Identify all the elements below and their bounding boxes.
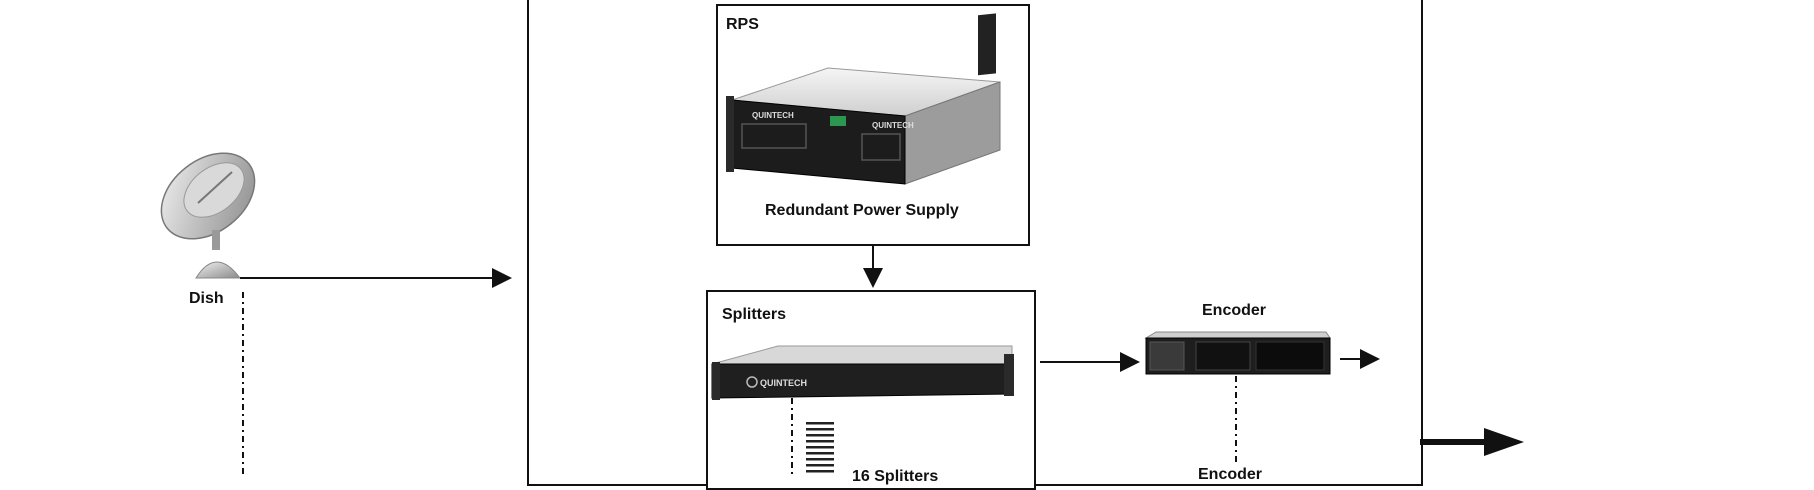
rps-device-image: QUINTECH QUINTECH [726, 13, 1001, 185]
splitters-brand: QUINTECH [760, 378, 807, 388]
diagram-canvas: QUINTECH QUINTECH QUINTECH [160, 13, 1524, 476]
splitters-title: Splitters [722, 306, 787, 323]
encoder-device-image [1144, 331, 1331, 375]
satellite-dish-icon [160, 152, 256, 279]
rps-caption: Redundant Power Supply [765, 202, 959, 219]
system-output-arrow [1420, 428, 1524, 456]
splitter-stack-icon [806, 422, 834, 473]
rps-title: RPS [726, 16, 759, 33]
rps-brand-right: QUINTECH [872, 121, 914, 130]
encoder-title: Encoder [1202, 302, 1267, 319]
rps-brand-left: QUINTECH [752, 111, 794, 120]
splitters-device-image: QUINTECH [711, 345, 1014, 400]
dish-label: Dish [189, 290, 224, 307]
